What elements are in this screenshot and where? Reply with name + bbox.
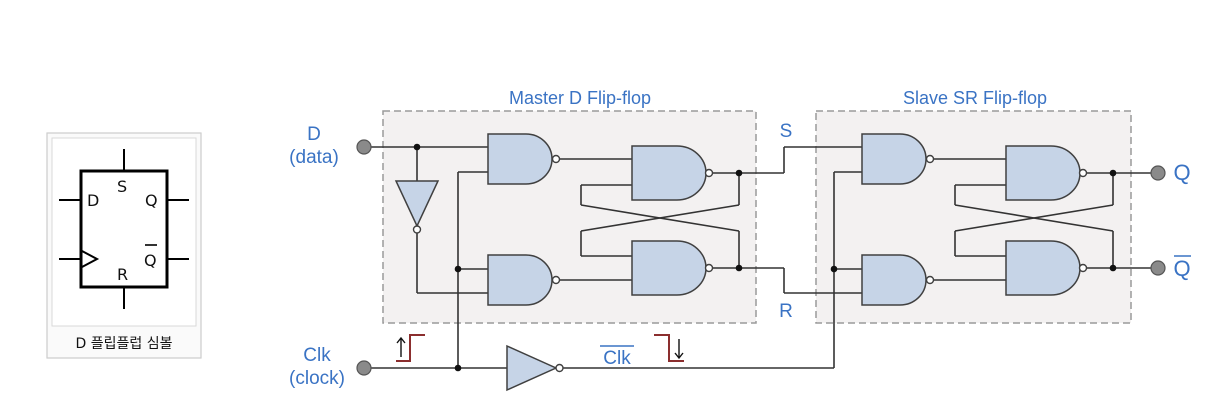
symbol-pin-qbar: Q [144,251,157,270]
d-input-name: D [307,124,321,145]
rising-edge-icon [396,334,425,362]
s-label: S [780,121,793,142]
clk-input-terminal [356,360,372,376]
slave-latch-nand-top [1005,145,1088,201]
symbol-pin-d: D [87,191,99,210]
slave-title: Slave SR Flip-flop [903,88,1047,108]
symbol-pin-s: S [117,177,127,196]
master-panel [382,110,757,324]
clk-input-name: Clk [303,345,331,366]
q-output-label: Q [1173,160,1190,185]
symbol-pin-r: R [117,265,128,284]
master-title: Master D Flip-flop [509,88,651,108]
wires [371,146,1155,369]
r-label: R [779,301,793,322]
slave-nand-2 [861,254,935,306]
master-latch-nand-top [631,145,714,201]
clk-bar-label: Clk [603,348,631,369]
data-inverter [394,180,440,234]
junction-dots [413,143,1117,372]
symbol-caption: D 플립플럽 심볼 [76,336,173,352]
master-latch-nand-bottom [631,240,714,296]
clk-input-desc: (clock) [289,368,345,389]
q-output-terminal [1150,165,1166,181]
d-input-desc: (data) [289,147,339,168]
qbar-output-label: Q [1173,256,1190,281]
clock-inverter [506,344,564,392]
master-nand-1 [487,133,561,185]
qbar-output-terminal [1150,260,1166,276]
symbol-pin-q: Q [145,191,158,210]
falling-edge-icon [654,334,684,362]
d-input-terminal [356,139,372,155]
clock-edge-icon [81,250,100,268]
slave-nand-1 [861,133,935,185]
d-flip-flop-symbol-panel: D S Q Q R D 플립플럽 심볼 [46,132,202,359]
master-nand-2 [487,254,561,306]
slave-latch-nand-bottom [1005,240,1088,296]
